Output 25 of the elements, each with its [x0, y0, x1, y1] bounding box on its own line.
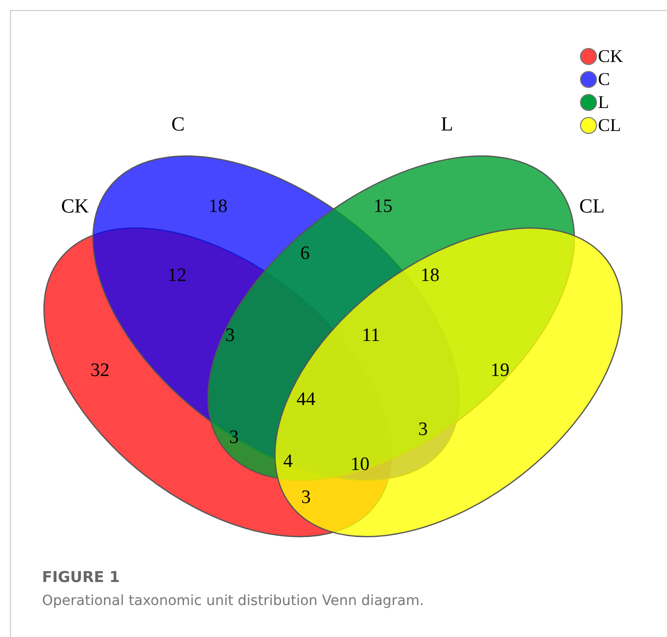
region-count: 12: [168, 265, 186, 287]
region-count: 19: [490, 360, 510, 382]
region-count: 44: [296, 389, 316, 411]
region-count: 3: [229, 427, 239, 449]
legend-label: L: [598, 92, 609, 113]
set-label: CL: [579, 196, 605, 218]
region-count: 3: [301, 487, 311, 509]
set-label: L: [440, 114, 454, 136]
legend-label: CK: [598, 46, 624, 67]
region-count: 3: [418, 419, 428, 441]
region-count: 6: [300, 243, 310, 265]
region-count: 10: [350, 454, 370, 476]
region-count: 11: [362, 325, 380, 347]
legend-label: CL: [598, 115, 622, 136]
set-label: C: [171, 114, 185, 136]
legend-label: C: [598, 69, 610, 90]
figure-title: FIGURE 1: [42, 568, 120, 586]
figure-caption: Operational taxonomic unit distribution Venn diagram.: [42, 593, 424, 609]
region-count: 32: [90, 360, 110, 382]
set-label: CK: [61, 196, 89, 218]
region-count: 4: [283, 451, 293, 473]
region-count: 15: [374, 196, 392, 218]
region-count: 18: [208, 196, 228, 218]
region-count: 18: [420, 265, 440, 287]
region-count: 3: [225, 325, 235, 347]
